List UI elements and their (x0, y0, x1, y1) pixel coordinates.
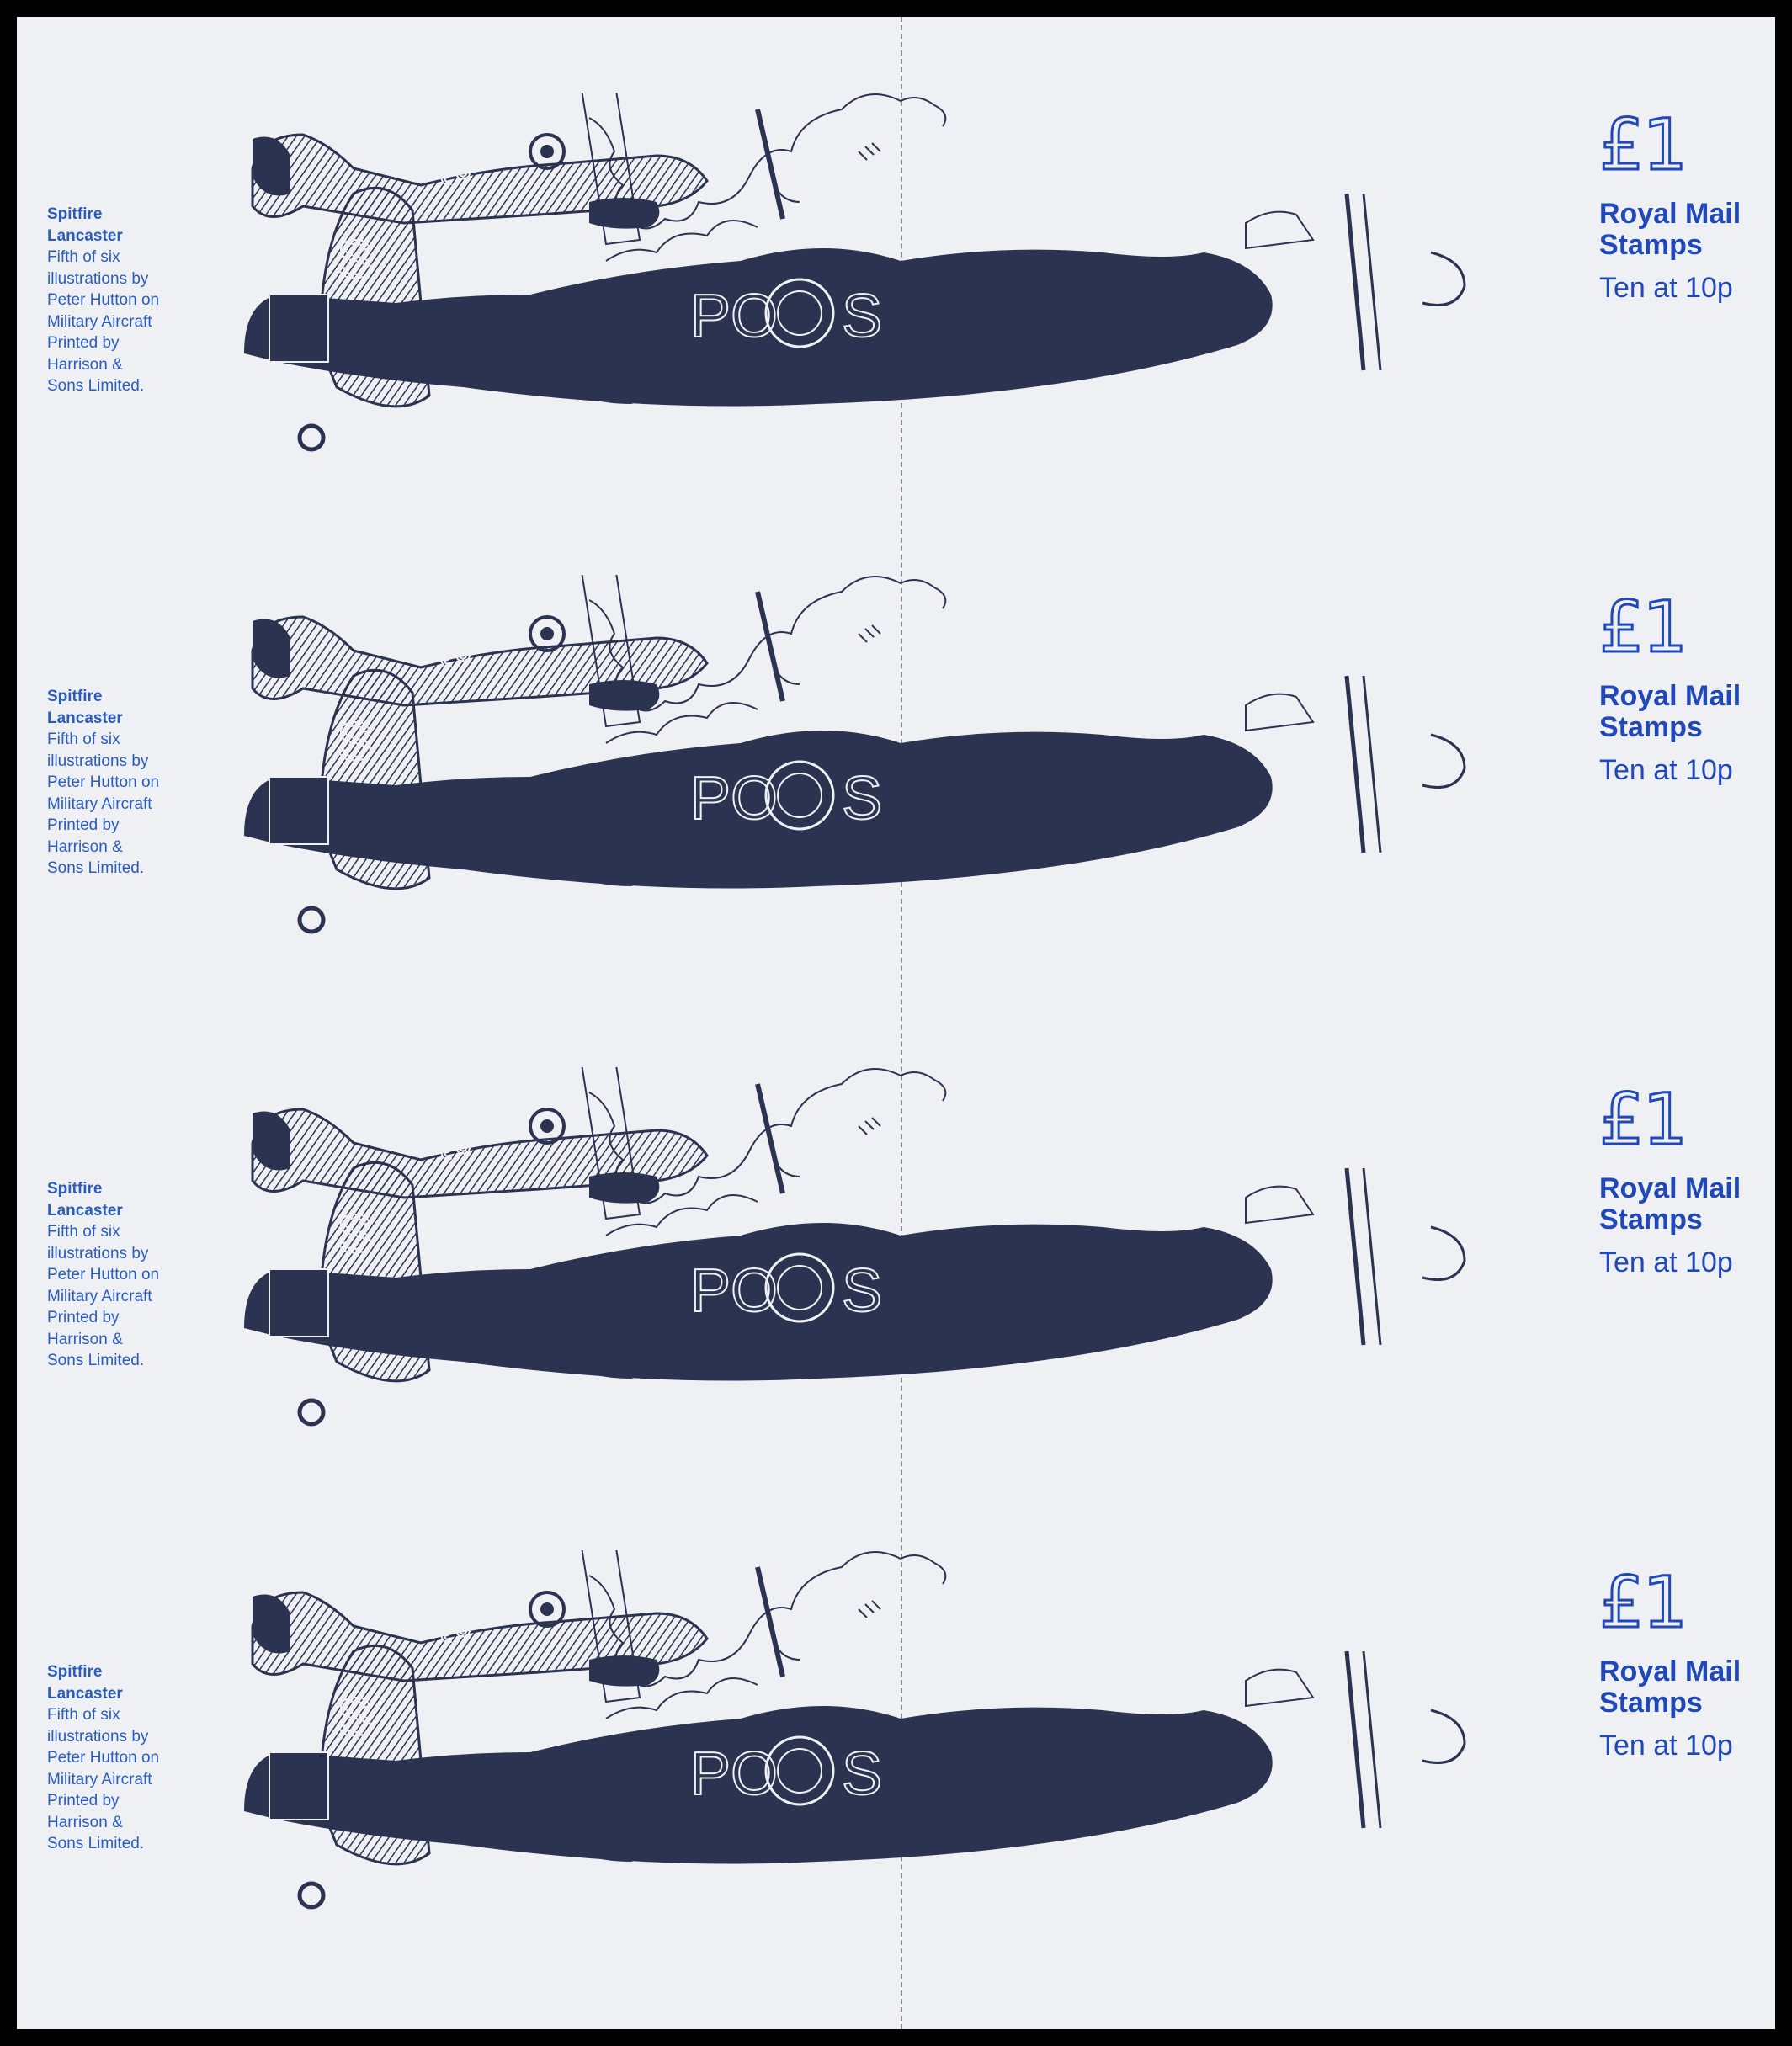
caption-line: illustrations by (47, 269, 149, 288)
caption-line: Military Aircraft (47, 1287, 152, 1305)
brand-name: Royal Mail Stamps (1599, 1655, 1741, 1719)
price-block: £1 Royal Mail Stamps Ten at 10p (1598, 104, 1775, 305)
aircraft-illustration: QJ S PO S (244, 575, 1466, 934)
caption-line: Printed by (47, 1792, 120, 1810)
lancaster-aircraft-letter: S (842, 283, 882, 350)
lancaster-tail-code: S (337, 229, 373, 290)
price-block: £1 Royal Mail Stamps Ten at 10p (1598, 1078, 1775, 1279)
stamp-count: Ten at 10p (1599, 1730, 1733, 1762)
lancaster-tail-code: S (337, 1687, 373, 1747)
stamp-count: Ten at 10p (1599, 1246, 1733, 1278)
price-value: £1 (1598, 586, 1689, 668)
booklet-panel: Spitfire Lancaster Fifth of six illustra… (17, 1458, 1775, 1944)
spitfire-code: QJ (429, 631, 472, 668)
lancaster-aircraft-letter: S (842, 765, 882, 832)
caption-line: Printed by (47, 816, 120, 834)
lancaster-aircraft: S PO S (244, 1644, 1466, 1910)
lancaster-aircraft: S PO S (244, 186, 1466, 452)
caption-title-1: Spitfire (47, 1180, 103, 1198)
booklet-panel: Spitfire Lancaster Fifth of six illustra… (17, 17, 1775, 486)
panel-caption: Spitfire Lancaster Fifth of six illustra… (47, 686, 207, 880)
paper: Spitfire Lancaster Fifth of six illustra… (17, 17, 1775, 2029)
caption-line: Military Aircraft (47, 794, 152, 813)
lancaster-tail-code: S (337, 711, 373, 772)
lancaster-squadron-code: PO (690, 765, 778, 832)
caption-line: Fifth of six (47, 731, 120, 748)
caption-line: Sons Limited. (47, 377, 145, 395)
caption-line: illustrations by (47, 1244, 149, 1262)
stamp-count: Ten at 10p (1599, 754, 1733, 786)
stamp-count: Ten at 10p (1599, 272, 1733, 304)
caption-title-2: Lancaster (47, 1684, 123, 1703)
caption-line: Peter Hutton on (47, 1266, 160, 1283)
brand-name: Royal Mail Stamps (1599, 1172, 1741, 1236)
caption-line: Fifth of six (47, 1706, 120, 1724)
price-value: £1 (1598, 1078, 1689, 1161)
panel-caption: Spitfire Lancaster Fifth of six illustra… (47, 204, 207, 397)
caption-title-2: Lancaster (47, 226, 123, 245)
lancaster-squadron-code: PO (690, 1257, 778, 1325)
caption-line: Harrison & (47, 1330, 123, 1348)
caption-title-1: Spitfire (47, 205, 103, 223)
panel-caption: Spitfire Lancaster Fifth of six illustra… (47, 1661, 207, 1855)
caption-line: illustrations by (47, 752, 149, 770)
lancaster-aircraft: S PO S (244, 1161, 1466, 1427)
caption-line: Peter Hutton on (47, 291, 160, 309)
caption-line: Fifth of six (47, 1223, 120, 1241)
booklet-panel: Spitfire Lancaster Fifth of six illustra… (17, 975, 1775, 1461)
caption-line: Printed by (47, 1309, 120, 1326)
price-block: £1 Royal Mail Stamps Ten at 10p (1598, 586, 1775, 787)
spitfire-aircraft: QJ (251, 93, 785, 246)
caption-line: Sons Limited. (47, 1352, 145, 1369)
aircraft-illustration: QJ S PO S (244, 1550, 1466, 1910)
lancaster-tail-code: S (337, 1204, 373, 1264)
price-value: £1 (1598, 104, 1689, 186)
spitfire-aircraft: QJ (251, 1067, 785, 1220)
price-value: £1 (1598, 1561, 1689, 1644)
panel-caption: Spitfire Lancaster Fifth of six illustra… (47, 1178, 207, 1372)
caption-title-2: Lancaster (47, 1201, 123, 1220)
caption-title-1: Spitfire (47, 1663, 103, 1681)
caption-line: Harrison & (47, 355, 123, 374)
lancaster-aircraft: S PO S (244, 668, 1466, 934)
price-block: £1 Royal Mail Stamps Ten at 10p (1598, 1561, 1775, 1762)
lancaster-aircraft-letter: S (842, 1257, 882, 1325)
spitfire-code: QJ (429, 149, 472, 186)
caption-title-1: Spitfire (47, 688, 103, 705)
booklet-panel: Spitfire Lancaster Fifth of six illustra… (17, 482, 1775, 969)
caption-line: Peter Hutton on (47, 773, 160, 791)
aircraft-illustration: QJ S PO S (244, 93, 1466, 452)
perforation-fold-line (901, 17, 902, 2029)
spitfire-code: QJ (429, 1607, 472, 1644)
lancaster-squadron-code: PO (690, 283, 778, 350)
caption-line: illustrations by (47, 1727, 149, 1746)
brand-name: Royal Mail Stamps (1599, 680, 1741, 743)
lancaster-squadron-code: PO (690, 1740, 778, 1808)
caption-line: Sons Limited. (47, 859, 145, 877)
caption-line: Military Aircraft (47, 312, 152, 331)
caption-line: Peter Hutton on (47, 1749, 160, 1767)
brand-name: Royal Mail Stamps (1599, 198, 1741, 261)
caption-line: Printed by (47, 334, 120, 352)
caption-line: Military Aircraft (47, 1770, 152, 1788)
spitfire-aircraft: QJ (251, 1550, 785, 1703)
caption-line: Sons Limited. (47, 1835, 145, 1852)
caption-line: Harrison & (47, 837, 123, 856)
lancaster-aircraft-letter: S (842, 1740, 882, 1808)
spitfire-aircraft: QJ (251, 575, 785, 728)
aircraft-illustration: QJ S PO S (244, 1067, 1466, 1427)
caption-title-2: Lancaster (47, 709, 123, 727)
caption-line: Harrison & (47, 1813, 123, 1831)
caption-line: Fifth of six (47, 248, 120, 266)
spitfire-code: QJ (429, 1124, 472, 1161)
